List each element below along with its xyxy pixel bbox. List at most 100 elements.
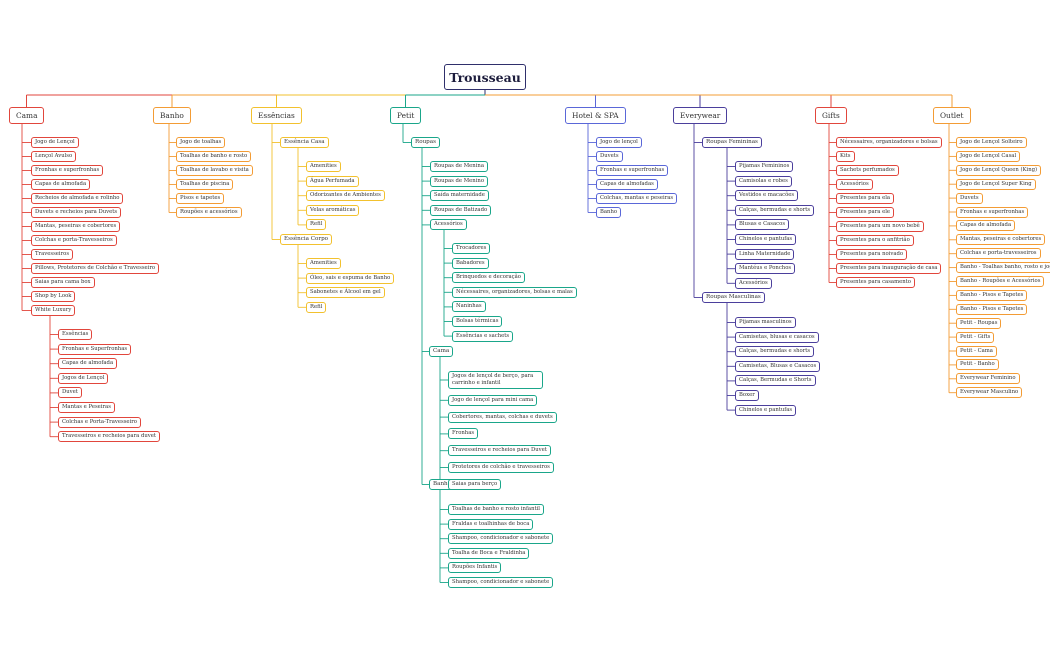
white-luxury-item[interactable]: Mantas e Peseiras xyxy=(58,402,115,413)
petit-acessorios-item[interactable]: Essências e sachets xyxy=(452,330,514,342)
category-gifts[interactable]: Gifts xyxy=(815,107,847,124)
banho-item[interactable]: Roupões e acessórios xyxy=(176,207,242,218)
cama-item[interactable]: Shop by Look xyxy=(31,291,76,302)
petit-cama-item[interactable]: Jogo de lençol para mini cama xyxy=(448,394,538,406)
essencia-casa-item[interactable]: Amenities xyxy=(306,161,341,172)
petit-cama-item[interactable]: Saias para berço xyxy=(448,478,502,490)
petit-roupas-item[interactable]: Roupas de Batizado xyxy=(430,204,492,216)
petit-roupas-item[interactable]: Roupas de Menina xyxy=(430,161,488,172)
petit-cama-item[interactable]: Cobertores, mantas, colchas e duvets xyxy=(448,411,557,423)
white-luxury-item[interactable]: Essências xyxy=(58,329,93,340)
outlet-item[interactable]: Duvets xyxy=(956,192,983,204)
outlet-item[interactable]: Mantas, peseiras e cobertores xyxy=(956,234,1046,246)
gifts-item[interactable]: Presentes para casamento xyxy=(836,277,915,288)
white-luxury-item[interactable]: Jogos de Lençol xyxy=(58,372,109,384)
outlet-item[interactable]: Everywear Masculino xyxy=(956,387,1023,399)
cama-item[interactable]: Lençol Avulso xyxy=(31,151,77,162)
banho-item[interactable]: Pisos e tapetes xyxy=(176,193,225,204)
essencia-casa-item[interactable]: Odorizantes de Ambientes xyxy=(306,190,385,202)
everywear-fem-item[interactable]: Camisolas e robes xyxy=(735,175,792,187)
petit-roupas-item[interactable]: Saída maternidade xyxy=(430,190,489,202)
petit-roupas-item[interactable]: Roupas de Menino xyxy=(430,175,489,187)
essencia-casa-item[interactable]: Velas aromáticas xyxy=(306,204,360,216)
everywear-masc-item[interactable]: Calças, bermudas e shorts xyxy=(735,346,815,358)
petit-roupas-item[interactable]: Acessórios xyxy=(430,219,467,231)
everywear-masc[interactable]: Roupas Masculinas xyxy=(702,292,765,303)
gifts-item[interactable]: Nécessaires, organizadores e bolsas xyxy=(836,137,942,148)
petit-banho-item[interactable]: Fraldas e toalhinhas de boca xyxy=(448,518,534,530)
outlet-item[interactable]: Jogo de Lençol Super King xyxy=(956,178,1036,190)
cama-item[interactable]: Pillows, Protetores de Colchão e Travess… xyxy=(31,263,160,274)
gifts-item[interactable]: Acessórios xyxy=(836,179,873,190)
outlet-item[interactable]: Everywear Feminino xyxy=(956,373,1020,385)
cama-item[interactable]: Capas de almofada xyxy=(31,179,91,190)
essencia-corpo-item[interactable]: Óleo, sais e espuma de Banho xyxy=(306,272,395,284)
hotel-item[interactable]: Jogo de lençol xyxy=(596,137,642,148)
category-cama[interactable]: Cama xyxy=(9,107,45,124)
gifts-item[interactable]: Sachets perfumados xyxy=(836,165,899,176)
essencia-corpo[interactable]: Essência Corpo xyxy=(280,234,333,245)
outlet-item[interactable]: Petit - Cama xyxy=(956,345,997,357)
petit-cama-item[interactable]: Fronhas xyxy=(448,428,479,440)
category-essencias[interactable]: Essências xyxy=(251,107,302,124)
banho-item[interactable]: Toalhas de piscina xyxy=(176,179,234,190)
cama-item[interactable]: Colchas e porta-Travesseiros xyxy=(31,235,117,246)
cama-item[interactable]: Travesseiros xyxy=(31,249,74,260)
petit-cama-item[interactable]: Protetores de colchão e travesseiros xyxy=(448,462,554,473)
outlet-item[interactable]: Banho - Toalhas banho, rosto e jogo xyxy=(956,262,1050,274)
gifts-item[interactable]: Presentes para noivado xyxy=(836,249,908,260)
everywear-fem-item[interactable]: Calças, bermudas e shorts xyxy=(735,204,815,216)
hotel-item[interactable]: Capas de almofadas xyxy=(596,179,658,190)
white-luxury-item[interactable]: Travesseiros e recheios para duvet xyxy=(58,431,161,443)
petit-banho-item[interactable]: Toalha de Boca e Fraldinha xyxy=(448,547,530,559)
cama-item[interactable]: White Luxury xyxy=(31,305,76,316)
petit-acessorios-item[interactable]: Brinquedos e decoração xyxy=(452,272,525,284)
essencia-casa[interactable]: Essência Casa xyxy=(280,137,329,148)
outlet-item[interactable]: Fronhas e superfronhas xyxy=(956,206,1029,218)
outlet-item[interactable]: Banho - Pisos e Tapetes xyxy=(956,289,1028,301)
white-luxury-item[interactable]: Capas de almofada xyxy=(58,358,118,370)
everywear-fem-item[interactable]: Chinelos e pantufas xyxy=(735,234,797,245)
gifts-item[interactable]: Presentes para ele xyxy=(836,207,895,218)
petit-acessorios-item[interactable]: Nécessaires, organizadores, bolsas e mal… xyxy=(452,286,577,298)
essencia-corpo-item[interactable]: Refil xyxy=(306,301,327,313)
banho-item[interactable]: Toalhas de banho e rosto xyxy=(176,151,252,162)
essencia-corpo-item[interactable]: Sabonetes e Álcool em gel xyxy=(306,287,385,299)
everywear-fem-item[interactable]: Linha Maternidade xyxy=(735,248,795,260)
outlet-item[interactable]: Petit - Banho xyxy=(956,359,999,371)
cama-item[interactable]: Mantas, peseiras e cobertores xyxy=(31,221,121,232)
category-outlet[interactable]: Outlet xyxy=(933,107,971,124)
everywear-fem-item[interactable]: Vestidos e macacões xyxy=(735,190,799,202)
essencia-casa-item[interactable]: Refil xyxy=(306,219,327,231)
outlet-item[interactable]: Petit - Roupas xyxy=(956,317,1002,329)
everywear-masc-item[interactable]: Pijamas masculinos xyxy=(735,317,796,328)
white-luxury-item[interactable]: Duvet xyxy=(58,387,82,399)
essencia-corpo-item[interactable]: Amenities xyxy=(306,258,341,269)
root-node[interactable]: Trousseau xyxy=(444,64,526,90)
hotel-item[interactable]: Fronhas e superfronhas xyxy=(596,165,669,176)
petit-cama[interactable]: Cama xyxy=(429,346,454,357)
essencia-casa-item[interactable]: Água Perfumada xyxy=(306,175,359,187)
everywear-masc-item[interactable]: Camisetas, blusas e casacos xyxy=(735,331,819,343)
outlet-item[interactable]: Colchas e porta-travesseiros xyxy=(956,248,1041,260)
everywear-masc-item[interactable]: Chinelos e pantufas xyxy=(735,404,797,416)
outlet-item[interactable]: Jogo de Lençol Solteiro xyxy=(956,137,1027,148)
hotel-item[interactable]: Duvets xyxy=(596,151,623,162)
everywear-fem-item[interactable]: Mantéus e Ponchos xyxy=(735,263,796,275)
cama-item[interactable]: Saias para cama box xyxy=(31,277,95,288)
cama-item[interactable]: Jogo de Lençol xyxy=(31,137,79,148)
petit-banho-item[interactable]: Roupões Infantis xyxy=(448,562,502,574)
petit-roupas[interactable]: Roupas xyxy=(411,137,440,148)
everywear-fem-item[interactable]: Blusas e Casacos xyxy=(735,219,790,231)
petit-banho-item[interactable]: Toalhas de banho e rosto infantil xyxy=(448,504,544,515)
hotel-item[interactable]: Colchas, mantas e peseiras xyxy=(596,193,678,204)
banho-item[interactable]: Toalhas de lavabo e visita xyxy=(176,165,253,176)
outlet-item[interactable]: Jogo de Lençol Casal xyxy=(956,150,1021,162)
petit-acessorios-item[interactable]: Bolsas térmicas xyxy=(452,316,503,327)
gifts-item[interactable]: Kits xyxy=(836,151,855,162)
petit-acessorios-item[interactable]: Naninhas xyxy=(452,301,486,313)
category-banho[interactable]: Banho xyxy=(153,107,191,124)
outlet-item[interactable]: Petit - Gifts xyxy=(956,331,995,343)
everywear-masc-item[interactable]: Calças, Bermudas e Shorts xyxy=(735,375,816,387)
cama-item[interactable]: Recheios de almofada e rolinho xyxy=(31,193,124,204)
